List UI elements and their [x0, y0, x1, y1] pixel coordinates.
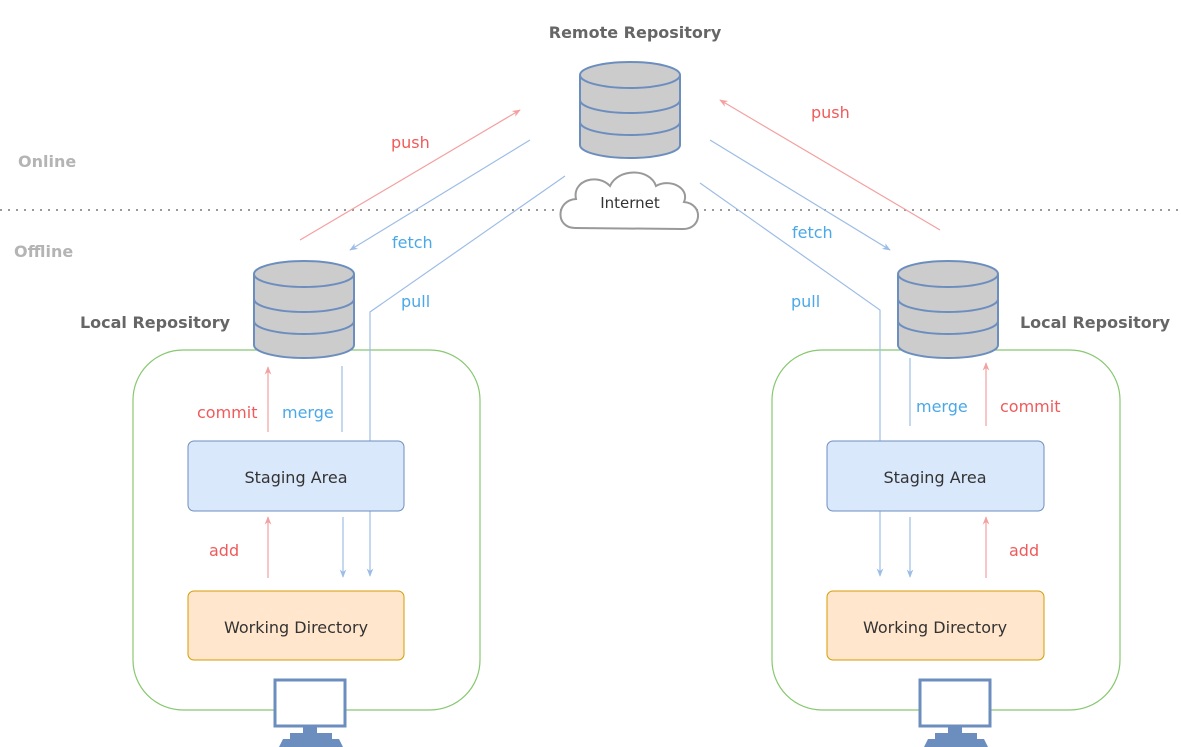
right-working-directory-box: [826, 590, 1045, 661]
right-push-arrow: [719, 99, 941, 231]
remote-database-icon: [579, 61, 681, 159]
left-add-label: add: [209, 541, 239, 560]
left-pull-label: pull: [401, 292, 430, 311]
left-staging-area-label: Staging Area: [244, 468, 347, 487]
right-pull-label: pull: [791, 292, 820, 311]
right-pull-arrow: [699, 182, 884, 577]
left-fetch-label: fetch: [392, 233, 433, 252]
right-staging-area-box: [826, 440, 1045, 512]
right-merge-label: merge: [916, 397, 968, 416]
right-local-repository-label: Local Repository: [1020, 313, 1171, 332]
right-computer-icon: [918, 678, 992, 747]
left-working-directory-box: [187, 590, 405, 661]
left-staging-area-box: [187, 440, 405, 512]
offline-zone-label: Offline: [14, 242, 73, 261]
left-push-label: push: [391, 133, 430, 152]
left-push-arrow: [299, 109, 521, 241]
left-computer-icon: [273, 678, 347, 747]
remote-repository-title: Remote Repository: [549, 23, 722, 42]
right-fetch-arrow: [709, 139, 891, 251]
internet-cloud-icon: [559, 171, 699, 231]
right-add-label: add: [1009, 541, 1039, 560]
left-fetch-arrow: [349, 139, 531, 251]
internet-label: Internet: [600, 194, 660, 212]
left-commit-label: commit: [197, 403, 257, 422]
right-working-directory-label: Working Directory: [863, 618, 1007, 637]
right-commit-label: commit: [1000, 397, 1060, 416]
right-push-label: push: [811, 103, 850, 122]
right-fetch-label: fetch: [792, 223, 833, 242]
left-working-directory-label: Working Directory: [224, 618, 368, 637]
right-local-database-icon: [897, 260, 999, 359]
left-local-repository-label: Local Repository: [80, 313, 231, 332]
right-staging-area-label: Staging Area: [883, 468, 986, 487]
left-merge-label: merge: [282, 403, 334, 422]
online-zone-label: Online: [18, 152, 76, 171]
left-local-database-icon: [253, 260, 355, 359]
